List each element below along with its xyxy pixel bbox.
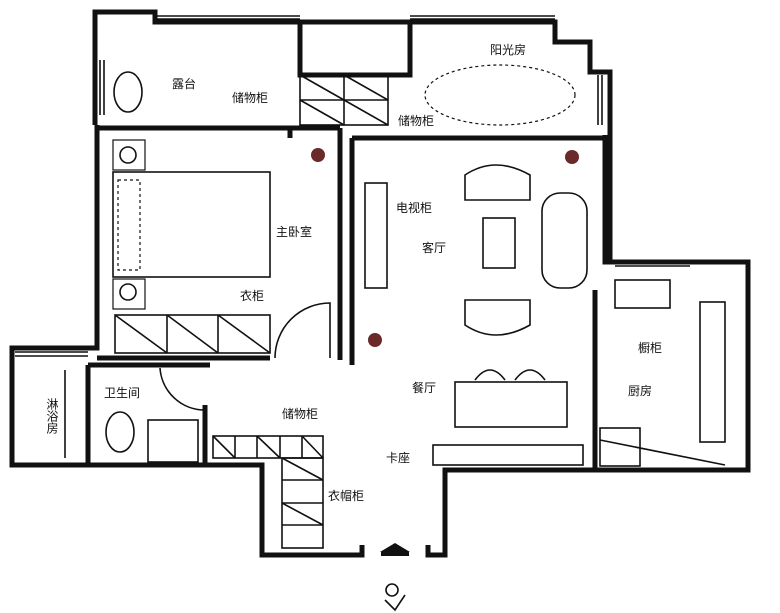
room-label-bathroom: 卫生间 [104,386,140,400]
kitchen-fixtures [599,279,726,467]
plants [311,148,579,347]
tv-cabinet-drawing [364,182,388,289]
entry-cabinets [212,435,324,549]
plant-icon [565,150,579,164]
room-label-living-room: 客厅 [422,240,446,255]
room-label-master-bedroom: 主卧室 [276,224,312,239]
plant-icon [311,148,325,162]
wardrobe-drawing [114,314,271,354]
windows [15,15,690,357]
sunroom-table-drawing [424,64,576,126]
dining-table-drawing [454,381,568,428]
label-kitchen-cabinet: 橱柜 [638,341,662,355]
bed [112,139,271,310]
entrance-marker [380,543,410,612]
label-storage-cabinet-left: 储物柜 [232,90,268,105]
storage-shelves [299,74,389,126]
room-label-dining-room: 餐厅 [412,380,436,395]
bathroom-fixtures [64,71,199,463]
label-tv-cabinet: 电视柜 [396,200,432,215]
room-label-terrace: 露台 [172,76,196,91]
living-furniture [364,64,588,466]
door-arcs [159,302,331,411]
label-wardrobe: 衣柜 [240,288,264,303]
label-storage-cabinet-entry: 储物柜 [282,406,318,421]
toilet-drawing [105,411,135,453]
room-label-kitchen: 厨房 [628,383,652,398]
walls [9,9,751,558]
label-booth-seat: 卡座 [386,450,410,465]
label-coat-cabinet: 衣帽柜 [328,488,364,503]
label-storage-cabinet-right: 储物柜 [398,113,434,128]
room-label-sunroom: 阳光房 [490,42,526,57]
top-wall-block [297,19,413,78]
labels: 露台 阳光房 储物柜 储物柜 主卧室 电视柜 客厅 衣柜 餐厅 橱柜 厨房 卫生… [45,42,662,503]
booth-seat-drawing [432,444,584,466]
plant-icon [368,333,382,347]
entrance-arrow-icon [380,543,410,552]
person-icon [384,583,406,612]
room-label-shower: 淋浴房 [45,398,59,434]
